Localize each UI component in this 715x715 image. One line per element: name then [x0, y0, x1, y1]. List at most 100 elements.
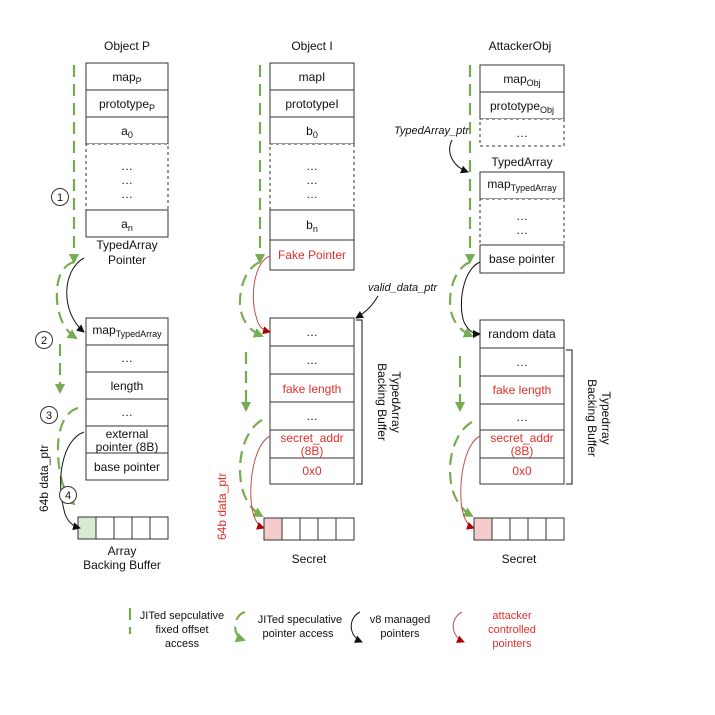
p-array-backing-buffer: Array Backing Buffer — [77, 516, 169, 572]
svg-text:2: 2 — [41, 335, 47, 347]
i-data-ptr-label: 64b data_ptr — [215, 473, 229, 540]
a-secret-addr-line2: (8B) — [511, 444, 534, 458]
svg-text:4: 4 — [65, 490, 71, 502]
p-v8-pointer-1 — [66, 257, 85, 333]
p-map-typedarray-cell: mapTypedArray — [92, 323, 162, 339]
i-brace-label-line1: TypedArray — [389, 371, 403, 432]
i-backing-buffer-brace — [356, 319, 363, 485]
i-fake-length-cell: fake length — [283, 382, 342, 396]
attacker-obj-title: AttackerObj — [489, 39, 552, 53]
a-backing-buffer-brace — [566, 349, 573, 485]
p-dots-4: … — [121, 351, 133, 365]
p-length-cell: length — [111, 379, 144, 393]
legend-v8-line2: pointers — [380, 628, 420, 640]
i-dots-6: … — [306, 409, 318, 423]
i-secret-buffer: Secret — [263, 517, 355, 566]
i-dots-1: … — [306, 159, 318, 173]
a-dots-3: … — [516, 223, 528, 237]
a-map-typedarray-cell: mapTypedArray — [487, 177, 557, 193]
a-dots-2: … — [516, 209, 528, 223]
p-typedarray-pointer-line1: TypedArray — [96, 238, 157, 252]
object-p-struct: mapP prototypeP a0 … … … an TypedArray P… — [85, 62, 169, 481]
a-zero-cell: 0x0 — [512, 464, 532, 478]
p-external-line1: external — [106, 427, 149, 441]
a-dots-1: … — [516, 126, 528, 140]
i-dots-5: … — [306, 353, 318, 367]
svg-text:1: 1 — [57, 192, 63, 204]
step-2-badge: 2 — [35, 331, 53, 349]
i-b0-cell: b0 — [306, 124, 318, 140]
a-dots-5: … — [516, 410, 528, 424]
step-1-badge: 1 — [51, 188, 69, 206]
a-prototype-cell: prototypeObj — [490, 99, 554, 115]
a-brace-label-line2: Backing Buffer — [585, 379, 599, 457]
p-a0-cell: a0 — [121, 124, 133, 140]
a-secret-label: Secret — [502, 552, 537, 566]
p-typedarray-pointer-line2: Pointer — [108, 253, 146, 267]
i-zero-cell: 0x0 — [302, 464, 322, 478]
a-brace-label-line1: Typedrray — [599, 391, 613, 444]
i-prototype-cell: prototypeΙ — [285, 97, 338, 111]
a-map-cell: mapObj — [503, 72, 540, 88]
i-valid-data-ptr-label: valid_data_ptr — [368, 282, 438, 294]
legend-spec-line1: JITed speculative — [258, 614, 342, 626]
object-i-struct: mapΙ prototypeΙ b0 … … … bn Fake Pointer… — [269, 62, 355, 485]
p-dots-5: … — [121, 405, 133, 419]
i-bn-cell: bn — [306, 218, 318, 234]
legend: JITed sepculative fixed offset access JI… — [128, 608, 536, 650]
i-green-pointer-1 — [238, 260, 264, 338]
legend-v8-line1: v8 managed — [370, 614, 431, 626]
legend-fixed-line1: JITed sepculative — [140, 610, 224, 622]
a-typedarray-ptr-label: TypedArray_ptr — [394, 125, 470, 137]
object-i-title: Object I — [291, 39, 332, 53]
i-valid-data-ptr-arrow — [355, 295, 379, 319]
attacker-obj-struct: mapObj prototypeObj … TypedArray_ptr Typ… — [394, 64, 565, 485]
p-external-line2: pointer (8B) — [96, 440, 159, 454]
i-secret-label: Secret — [292, 552, 327, 566]
i-attacker-pointer-1 — [252, 255, 271, 335]
legend-attacker-line3: pointers — [492, 638, 532, 650]
a-secret-buffer: Secret — [473, 517, 565, 566]
i-secret-addr-line1: secret_addr — [280, 431, 343, 445]
i-dots-4: … — [306, 325, 318, 339]
p-buffer-label-line1: Array — [108, 544, 137, 558]
a-attacker-pointer-2 — [460, 435, 481, 530]
legend-speculative-pointer-arrow — [234, 610, 246, 643]
legend-fixed-line3: access — [165, 638, 200, 650]
a-v8-pointer-1 — [460, 261, 481, 338]
p-an-cell: an — [121, 217, 133, 233]
a-fake-length-cell: fake length — [493, 383, 552, 397]
legend-attacker-line1: attacker — [492, 610, 531, 622]
p-v8-pointer-2 — [60, 431, 85, 531]
i-secret-addr-line2: (8B) — [301, 444, 324, 458]
step-4-badge: 4 — [59, 486, 77, 504]
svg-text:3: 3 — [46, 410, 52, 422]
i-map-cell: mapΙ — [299, 70, 326, 84]
p-dots-1: … — [121, 159, 133, 173]
legend-v8-pointer-arrow — [350, 611, 363, 643]
p-green-pointer-1 — [55, 260, 78, 340]
i-attacker-pointer-2 — [250, 435, 271, 530]
p-dots-2: … — [121, 173, 133, 187]
p-prototype-cell: prototypeP — [99, 97, 155, 113]
a-base-pointer-cell: base pointer — [489, 252, 555, 266]
a-random-data-cell: random data — [488, 327, 556, 341]
a-dots-4: … — [516, 355, 528, 369]
object-p-title: Object P — [104, 39, 150, 53]
a-typedarray-ptr-arrow — [449, 139, 469, 174]
p-green-pointer-2 — [56, 406, 79, 506]
a-secret-addr-line1: secret_addr — [490, 431, 553, 445]
a-typedarray-title: TypedArray — [491, 155, 552, 169]
legend-spec-line2: pointer access — [263, 628, 334, 640]
legend-attacker-pointer-arrow — [452, 611, 465, 643]
i-fake-pointer-cell: Fake Pointer — [278, 248, 346, 262]
p-data-ptr-label: 64b data_ptr — [37, 445, 51, 512]
legend-attacker-line2: controlled — [488, 624, 536, 636]
step-3-badge: 3 — [40, 406, 58, 424]
i-brace-label-line2: Backing Buffer — [375, 363, 389, 441]
p-base-pointer-cell: base pointer — [94, 460, 160, 474]
a-green-pointer-1 — [448, 260, 474, 338]
legend-fixed-line2: fixed offset — [156, 624, 209, 636]
p-map-cell: mapP — [112, 70, 141, 86]
